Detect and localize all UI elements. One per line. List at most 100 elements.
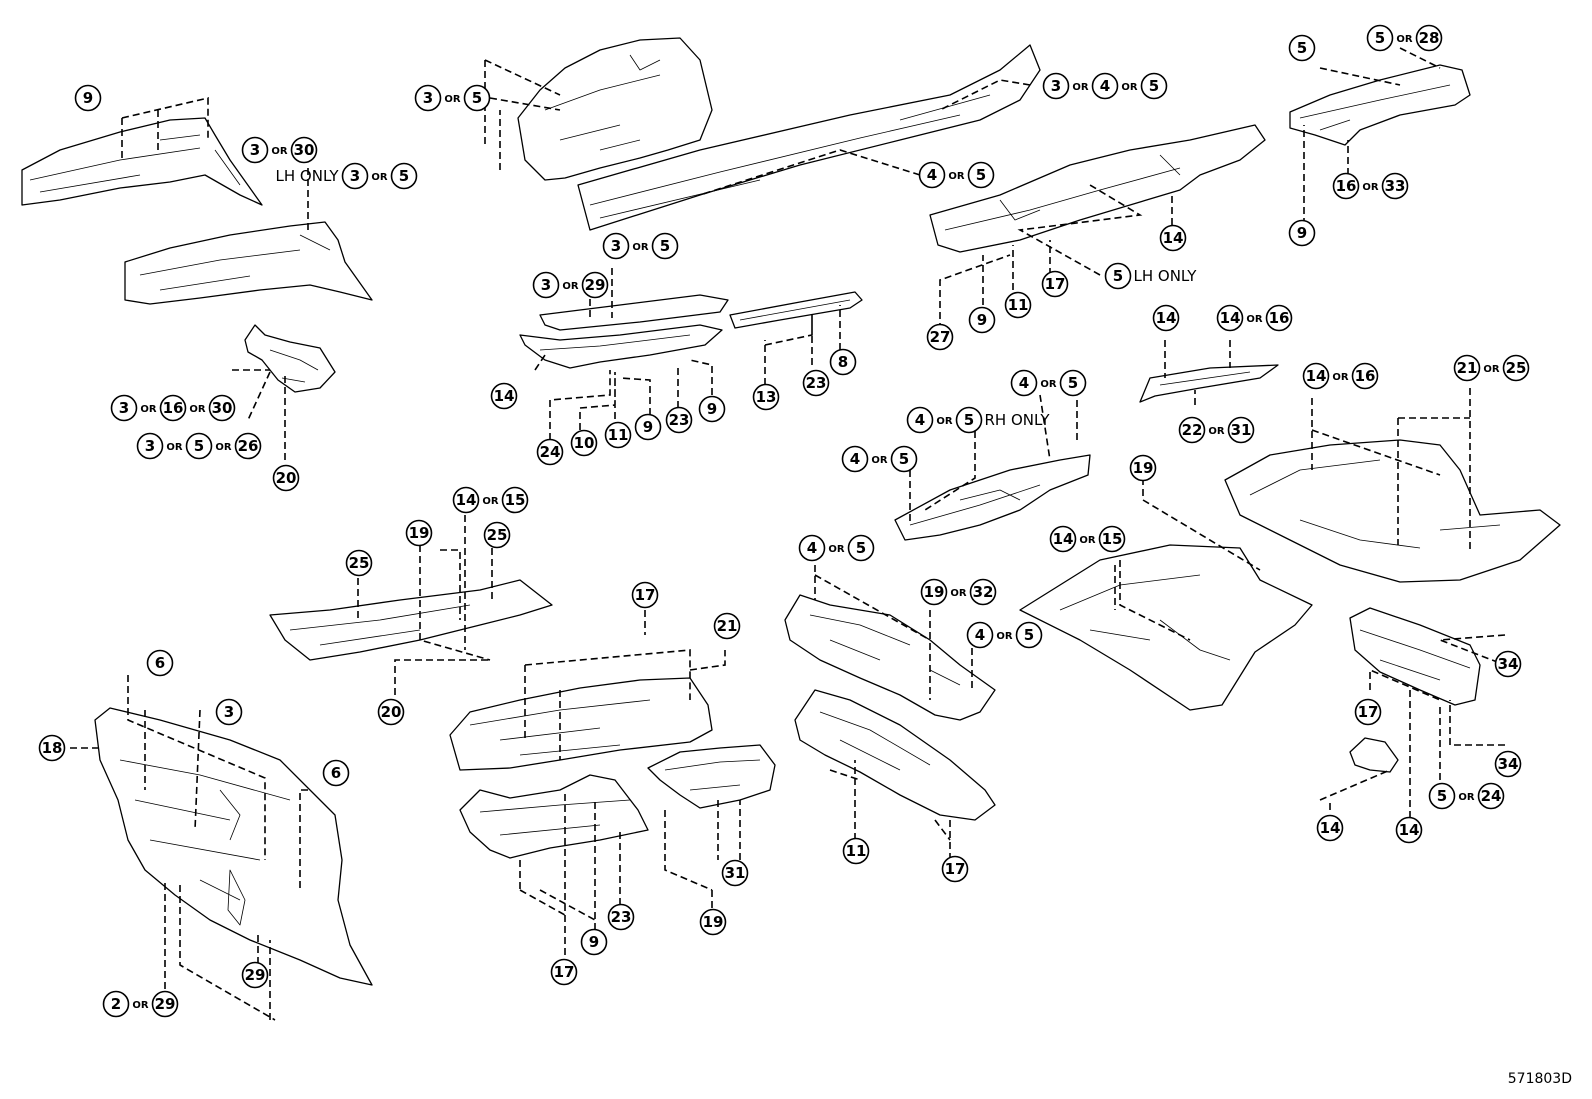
or-separator: OR <box>948 171 965 182</box>
part-number: 21 <box>717 617 738 635</box>
part-number-circle <box>483 521 511 549</box>
callout-c24: 23 <box>665 406 693 434</box>
part-rear-crossmember-upper <box>1289 64 1471 146</box>
part-number-circle <box>74 84 102 112</box>
part-front-crossmember-brackets <box>459 774 649 859</box>
part-number: 20 <box>381 703 402 721</box>
part-number-circle <box>847 534 875 562</box>
part-number-circle <box>918 161 946 189</box>
callout-c69: 14 <box>1316 814 1344 842</box>
callout-c54: 6 <box>322 759 350 787</box>
part-number-circle <box>1059 369 1087 397</box>
part-number: 23 <box>611 908 632 926</box>
part-number: 6 <box>155 654 165 672</box>
part-number-circle <box>1041 270 1069 298</box>
part-number: 29 <box>245 966 266 984</box>
part-number-circle <box>452 486 480 514</box>
part-rear-floor-pan-piece-22 <box>1139 364 1279 403</box>
part-number: 5 <box>1437 787 1447 805</box>
part-number: 34 <box>1498 655 1519 673</box>
callout-c52: 6 <box>146 649 174 677</box>
part-number-circle <box>1302 362 1330 390</box>
part-number-circle <box>1428 782 1456 810</box>
callout-c11: 14 <box>1159 224 1187 252</box>
part-number-circle <box>665 406 693 434</box>
part-number-circle <box>798 534 826 562</box>
part-number: 21 <box>1457 359 1478 377</box>
part-number: 23 <box>806 374 827 392</box>
callout-c70: 14 <box>1395 816 1423 844</box>
or-separator: OR <box>1362 182 1379 193</box>
callout-c59: 23 <box>607 903 635 931</box>
callout-c66: 17 <box>1354 698 1382 726</box>
or-separator: OR <box>1246 314 1263 325</box>
part-number-circle <box>1415 24 1443 52</box>
callout-c25: 9 <box>698 395 726 423</box>
part-number: 9 <box>707 400 717 418</box>
figure-code: 571803D <box>1507 1071 1572 1087</box>
part-number: 3 <box>541 276 551 294</box>
part-number-circle <box>968 306 996 334</box>
or-separator: OR <box>1483 364 1500 375</box>
part-number: 16 <box>163 399 184 417</box>
part-number: 11 <box>846 842 867 860</box>
part-number: 2 <box>111 995 121 1013</box>
part-number-circle <box>941 855 969 883</box>
part-number: 5 <box>660 237 670 255</box>
callout-note: LH ONLY <box>276 167 340 185</box>
part-number: 4 <box>807 539 817 557</box>
part-number-circle <box>1351 362 1379 390</box>
callout-c46: 20 <box>377 698 405 726</box>
callout-c55: 18 <box>38 734 66 762</box>
part-number-circle <box>607 903 635 931</box>
part-front-side-member-left <box>124 221 373 305</box>
part-number: 13 <box>756 388 777 406</box>
part-number-circle <box>1332 172 1360 200</box>
part-number-circle <box>341 162 369 190</box>
part-number: 3 <box>423 89 433 107</box>
part-front-floor-pan-left <box>269 579 553 661</box>
callout-c14: 9 <box>968 306 996 334</box>
callout-c63: 11 <box>842 837 870 865</box>
part-number: 4 <box>915 411 925 429</box>
part-number-circle <box>290 136 318 164</box>
part-number: 19 <box>1133 459 1154 477</box>
callout-c61: 31 <box>721 859 749 887</box>
part-number: 3 <box>145 437 155 455</box>
part-bracket-14-small <box>1349 737 1399 773</box>
part-number: 25 <box>349 554 370 572</box>
part-number-circle <box>906 406 934 434</box>
part-number: 19 <box>409 524 430 542</box>
part-number: 28 <box>1419 29 1440 47</box>
or-separator: OR <box>166 442 183 453</box>
part-number: 24 <box>540 443 561 461</box>
part-number: 6 <box>331 764 341 782</box>
part-number-circle <box>159 394 187 422</box>
part-number-circle <box>1227 416 1255 444</box>
part-number-circle <box>377 698 405 726</box>
part-number: 34 <box>1498 755 1519 773</box>
callout-c58: 9 <box>580 928 608 956</box>
part-number: 15 <box>505 491 526 509</box>
part-number: 4 <box>850 450 860 468</box>
part-number: 3 <box>250 141 260 159</box>
callout-c21: 10 <box>570 429 598 457</box>
callout-c65: 34 <box>1494 650 1522 678</box>
part-number: 5 <box>976 166 986 184</box>
part-number-circle <box>1004 291 1032 319</box>
part-number: 20 <box>276 469 297 487</box>
part-number-circle <box>841 445 869 473</box>
callout-c56: 29 <box>241 961 269 989</box>
part-number-circle <box>501 486 529 514</box>
part-number: 4 <box>927 166 937 184</box>
part-number-circle <box>602 232 630 260</box>
